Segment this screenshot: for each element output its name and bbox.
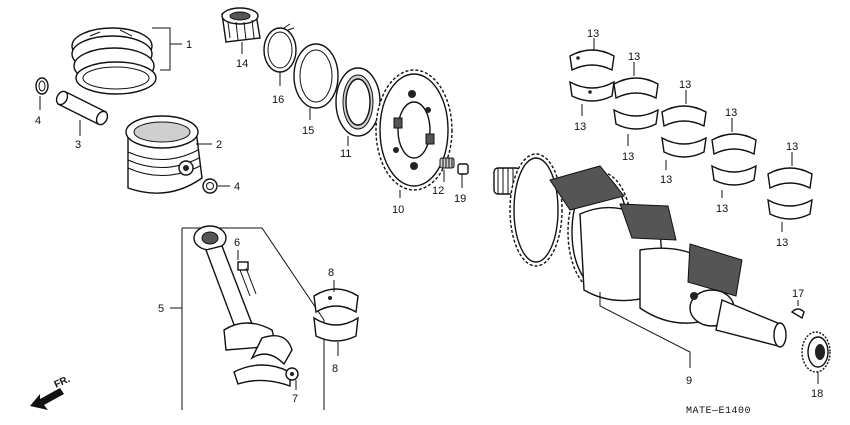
callout-13-7: 13 bbox=[725, 107, 737, 119]
callout-13-8: 13 bbox=[716, 203, 728, 215]
crankshaft bbox=[493, 153, 787, 348]
callout-10: 10 bbox=[392, 204, 404, 216]
roller-bearing bbox=[801, 331, 831, 373]
con-rod-bolt bbox=[237, 261, 257, 297]
callout-4-right: 4 bbox=[234, 181, 240, 193]
piston bbox=[125, 115, 203, 194]
pin-clip-left bbox=[35, 77, 49, 95]
crankpin-bearing-upper bbox=[313, 288, 359, 314]
callout-16: 16 bbox=[272, 94, 284, 106]
thrust-washer-11 bbox=[335, 67, 381, 137]
callout-5: 5 bbox=[158, 303, 164, 315]
callout-13-6: 13 bbox=[660, 174, 672, 186]
callout-8-lower: 8 bbox=[332, 363, 338, 375]
con-rod-nut bbox=[285, 367, 299, 381]
callout-13-9: 13 bbox=[786, 141, 798, 153]
crankpin-bearing-lower bbox=[313, 316, 359, 342]
callout-14: 14 bbox=[236, 58, 248, 70]
callout-13-2: 13 bbox=[574, 121, 586, 133]
callout-15: 15 bbox=[302, 125, 314, 137]
sprocket bbox=[375, 69, 453, 191]
main-bearing-pair-4 bbox=[711, 133, 757, 186]
woodruff-key bbox=[790, 308, 805, 320]
callout-13-1: 13 bbox=[587, 28, 599, 40]
piston-rings bbox=[71, 27, 157, 95]
front-direction-label: FR. bbox=[53, 374, 72, 391]
dowel-pin bbox=[457, 163, 469, 175]
diagram-code: MATE—E1400 bbox=[686, 406, 751, 417]
callout-11: 11 bbox=[340, 148, 351, 160]
callout-13-5: 13 bbox=[679, 79, 691, 91]
main-bearing-pair-2 bbox=[613, 77, 659, 130]
callout-13-10: 13 bbox=[776, 237, 788, 249]
front-direction-arrow-icon bbox=[30, 388, 64, 410]
callout-13-4: 13 bbox=[622, 151, 634, 163]
callout-7: 7 bbox=[292, 393, 298, 405]
callout-3: 3 bbox=[75, 139, 81, 151]
callout-8-upper: 8 bbox=[328, 267, 334, 279]
thrust-washer-15 bbox=[293, 43, 339, 109]
damper-spring bbox=[439, 157, 455, 169]
callout-13-3: 13 bbox=[628, 51, 640, 63]
callout-12: 12 bbox=[432, 185, 444, 197]
callout-1: 1 bbox=[186, 39, 192, 51]
connecting-rod bbox=[193, 225, 293, 387]
pin-clip-right bbox=[202, 178, 218, 194]
callout-2: 2 bbox=[216, 139, 222, 151]
piston-pin bbox=[55, 90, 109, 126]
callout-19: 19 bbox=[454, 193, 466, 205]
main-bearing-pair-5 bbox=[767, 167, 813, 220]
callout-9: 9 bbox=[686, 375, 692, 387]
callout-17: 17 bbox=[792, 288, 804, 300]
callout-18: 18 bbox=[811, 388, 823, 400]
circlip bbox=[263, 23, 297, 73]
needle-bearing bbox=[221, 7, 261, 43]
callout-6: 6 bbox=[234, 237, 240, 249]
main-bearing-pair-1 bbox=[569, 49, 615, 102]
con-rod-bracket-right bbox=[182, 227, 325, 410]
callout-4-left: 4 bbox=[35, 115, 41, 127]
main-bearing-pair-3 bbox=[661, 105, 707, 158]
